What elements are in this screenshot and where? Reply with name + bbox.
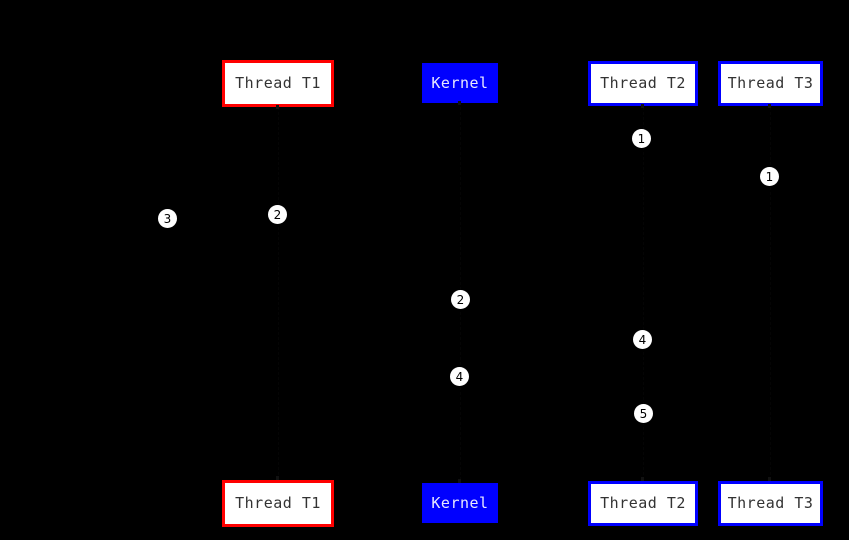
- step-badge[interactable]: 4: [450, 367, 469, 386]
- participant-label-thread-t1-bottom: Thread T1: [235, 494, 321, 512]
- participant-box-kernel-top[interactable]: Kernel: [422, 63, 498, 103]
- lifeline-t2: [643, 107, 645, 480]
- message-arrow-1: [643, 148, 644, 149]
- participant-label-thread-t1-top: Thread T1: [235, 74, 321, 92]
- message-arrow-4: [460, 309, 461, 310]
- participant-box-kernel-bottom[interactable]: Kernel: [422, 483, 498, 523]
- step-badge-number: 3: [163, 211, 172, 226]
- step-badge-number: 2: [273, 207, 282, 222]
- step-badge[interactable]: 2: [268, 205, 287, 224]
- participant-box-thread-t1-top[interactable]: Thread T1: [222, 60, 334, 107]
- lifeline-stub-t2-top: [641, 104, 644, 108]
- lifeline-stub-kernel-top: [458, 101, 461, 105]
- step-badge-number: 2: [456, 292, 465, 307]
- lifeline-t3: [770, 107, 772, 480]
- step-badge[interactable]: 3: [158, 209, 177, 228]
- message-arrow-7: [643, 423, 644, 424]
- participant-box-thread-t1-bottom[interactable]: Thread T1: [222, 480, 334, 527]
- lifeline-stub-kernel-bottom: [458, 479, 461, 483]
- lifeline-stub-t2-bottom: [641, 477, 644, 481]
- participant-box-thread-t3-bottom[interactable]: Thread T3: [718, 481, 823, 526]
- step-badge[interactable]: 4: [633, 330, 652, 349]
- step-badge[interactable]: 1: [760, 167, 779, 186]
- step-badge[interactable]: 1: [632, 129, 651, 148]
- message-arrow-2: [770, 186, 771, 187]
- participant-label-kernel-bottom: Kernel: [431, 493, 489, 512]
- step-badge-number: 4: [455, 369, 464, 384]
- participant-box-thread-t2-top[interactable]: Thread T2: [588, 61, 698, 106]
- step-badge-number: 5: [639, 406, 648, 421]
- lifeline-stub-t3-bottom: [768, 477, 771, 481]
- participant-label-thread-t3-top: Thread T3: [727, 74, 814, 92]
- participant-label-thread-t2-top: Thread T2: [600, 74, 686, 92]
- participant-label-kernel-top: Kernel: [431, 73, 489, 92]
- lifeline-t1: [278, 107, 280, 480]
- step-badge-number: 4: [638, 332, 647, 347]
- lifeline-stub-t1-bottom: [276, 476, 279, 480]
- message-arrow-5: [643, 349, 644, 350]
- step-badge-number: 1: [637, 131, 646, 146]
- lifeline-stub-t3-top: [768, 104, 771, 108]
- message-arrow-6: [460, 386, 461, 387]
- participant-label-thread-t3-bottom: Thread T3: [727, 494, 814, 512]
- lifeline-stub-t1-top: [276, 105, 279, 109]
- message-arrow-3: [278, 224, 279, 225]
- step-badge-number: 1: [765, 169, 774, 184]
- step-badge[interactable]: 5: [634, 404, 653, 423]
- step-badge[interactable]: 2: [451, 290, 470, 309]
- participant-box-thread-t3-top[interactable]: Thread T3: [718, 61, 823, 106]
- participant-box-thread-t2-bottom[interactable]: Thread T2: [588, 481, 698, 526]
- participant-label-thread-t2-bottom: Thread T2: [600, 494, 686, 512]
